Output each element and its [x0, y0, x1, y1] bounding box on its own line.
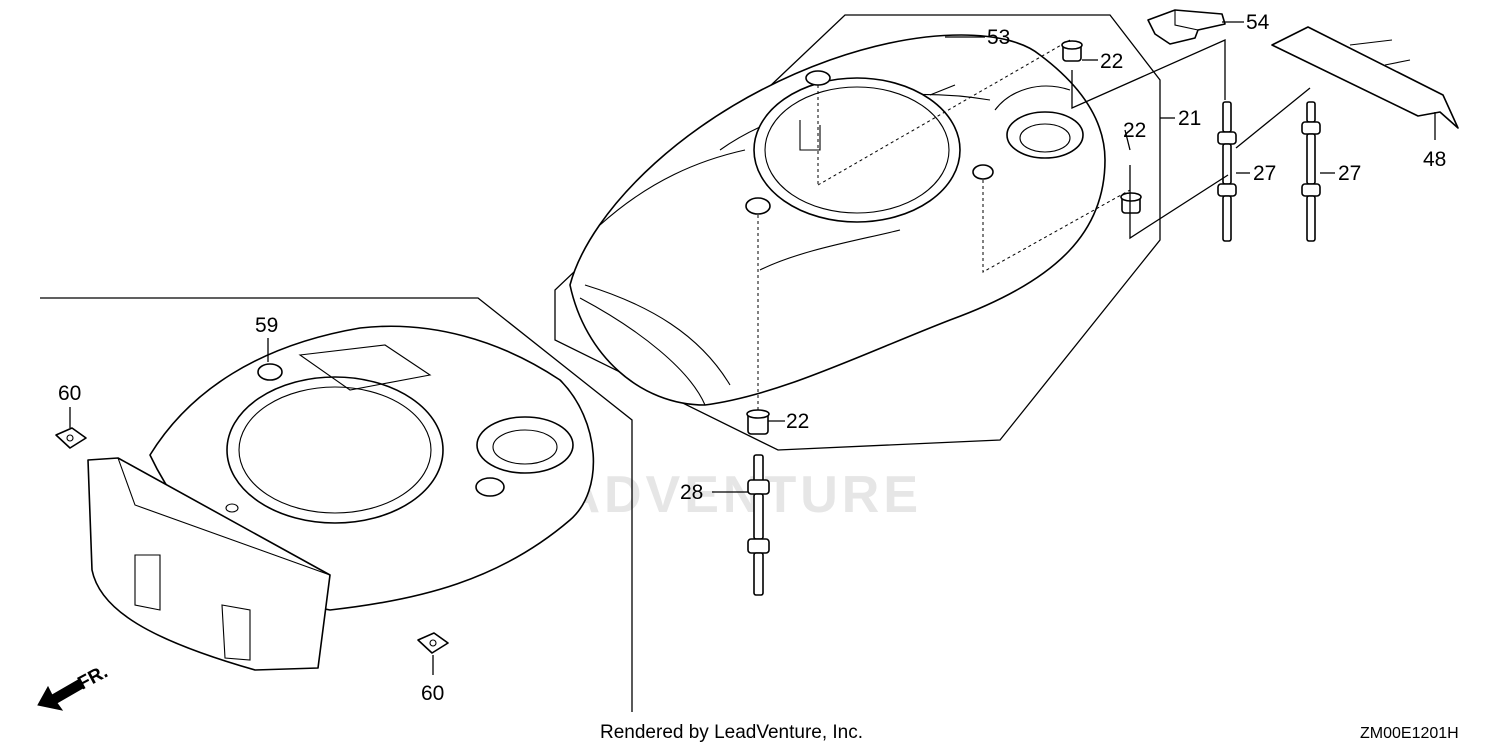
callout-22-mid: 22	[1123, 119, 1146, 142]
credit-text: Rendered by LeadVenture, Inc.	[600, 722, 863, 743]
plate-48	[1271, 26, 1459, 129]
collar-22-bottom	[746, 409, 770, 435]
stud-27-left	[1217, 101, 1237, 242]
collar-22-top	[1061, 40, 1083, 62]
stud-27-right	[1301, 101, 1321, 242]
collar-22-mid	[1120, 192, 1142, 214]
clip-54	[1147, 9, 1226, 45]
callout-54: 54	[1246, 11, 1270, 34]
callout-27-right: 27	[1338, 162, 1361, 185]
diagram-code: ZM00E1201H	[1360, 725, 1459, 742]
callout-28: 28	[680, 481, 703, 504]
nut-60-bottom	[417, 632, 449, 654]
lower-group-frame	[40, 297, 633, 712]
callout-22-bottom: 22	[786, 410, 809, 433]
callout-21: 21	[1178, 107, 1201, 130]
alignment-lines-upper	[757, 39, 1131, 412]
arrow-icon	[37, 679, 84, 711]
callout-60-bottom: 60	[421, 682, 444, 705]
callout-22-top: 22	[1100, 50, 1123, 73]
stud-28	[747, 454, 770, 596]
callout-48: 48	[1423, 148, 1446, 171]
leader-lines	[69, 21, 1436, 675]
fan-cover-lower	[87, 325, 595, 671]
callout-60-top: 60	[58, 382, 81, 405]
callout-53: 53	[987, 26, 1010, 49]
fan-cover-upper	[569, 34, 1106, 406]
nut-60-top	[55, 427, 87, 449]
callout-27-left: 27	[1253, 162, 1276, 185]
callout-59: 59	[255, 314, 278, 337]
callout-labels: 53 54 22 22 22 21 27 27 48 28 59 60 60	[58, 11, 1446, 705]
front-direction-arrow: FR.	[37, 662, 111, 711]
